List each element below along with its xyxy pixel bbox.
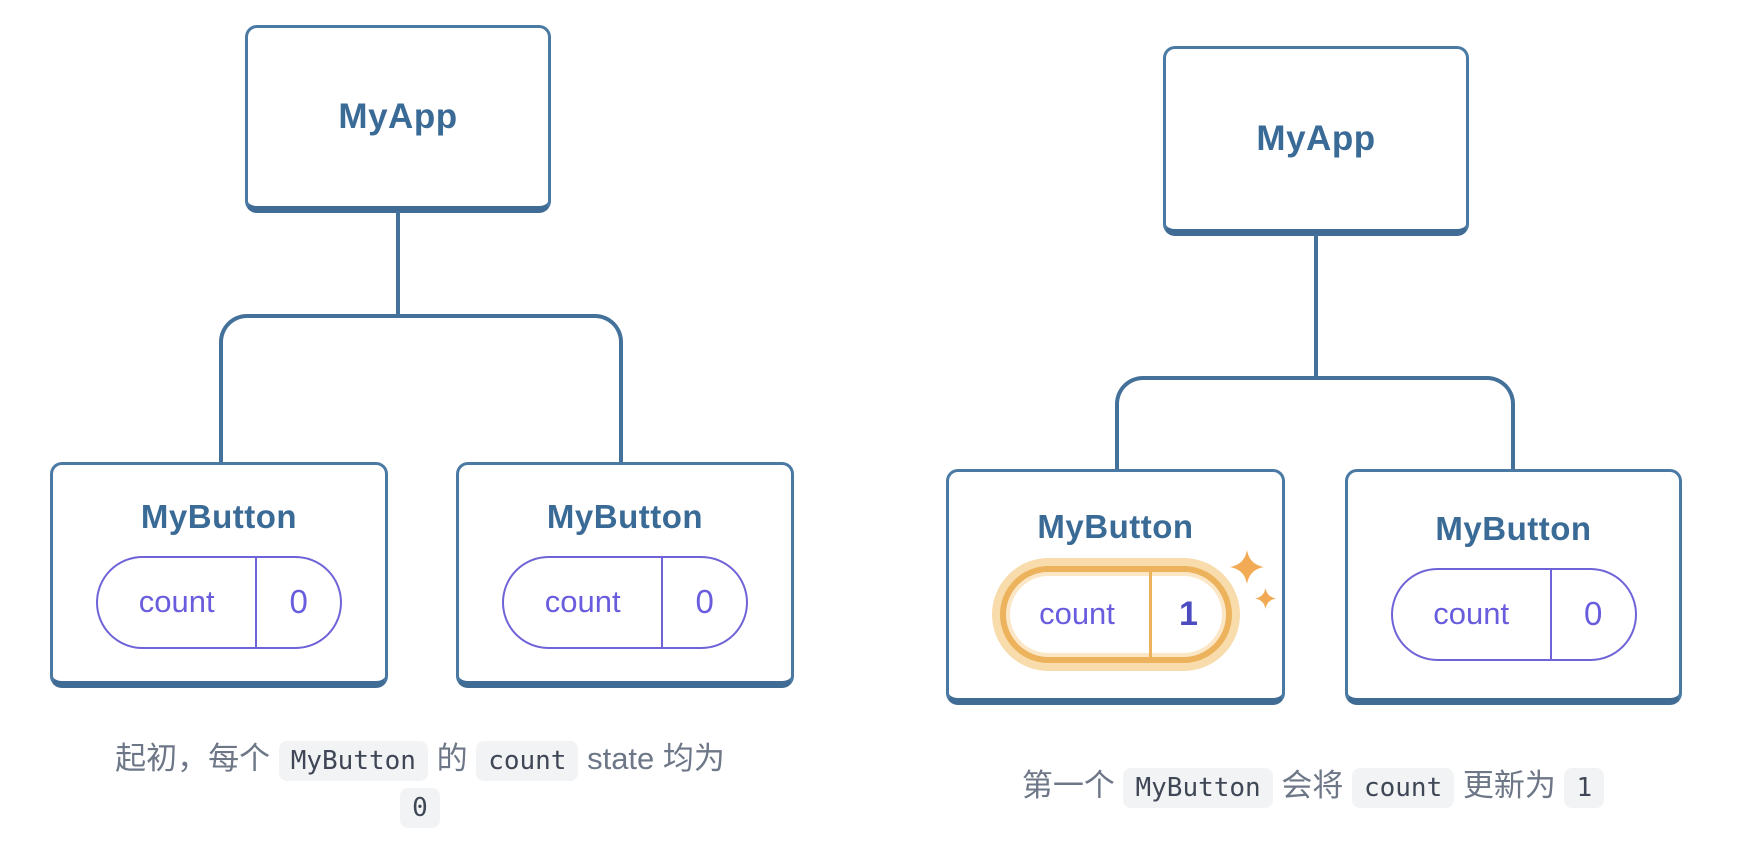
caption-text: 的 [427, 741, 477, 776]
state-key: count [544, 584, 621, 619]
caption-text: 起初，每个 [115, 741, 279, 776]
sparkle-icon [1230, 550, 1264, 584]
caption-text: 会将 [1272, 768, 1352, 803]
state-pill-highlighted: count 1 [999, 565, 1232, 663]
code-chip: MyButton [1123, 768, 1273, 808]
code-chip: 1 [1564, 768, 1605, 808]
tree-node-mybutton-1: MyButton count 0 [50, 462, 388, 688]
tree-node-myapp: MyApp [245, 25, 551, 213]
caption-text: 更新为 [1454, 768, 1565, 803]
state-key: count [138, 584, 215, 619]
code-chip: 0 [400, 788, 440, 828]
tree-connector-stem [1314, 234, 1318, 378]
caption-text: 第一个 [1021, 768, 1124, 803]
state-key: count [1039, 596, 1115, 631]
node-label: MyApp [1256, 119, 1376, 158]
state-key: count [1433, 596, 1510, 631]
tree-node-myapp: MyApp [1163, 46, 1469, 236]
diagram-caption-initial: 起初，每个 MyButton 的 count state 均为 0 [40, 735, 800, 829]
node-label: MyButton [140, 497, 298, 535]
tree-connector-branch [1115, 376, 1515, 469]
tree-connector-stem [396, 211, 400, 316]
node-label: MyButton [1435, 509, 1592, 547]
state-pill: count 0 [502, 555, 748, 649]
state-pill: count 0 [1390, 567, 1637, 661]
node-label: MyButton [1037, 507, 1194, 545]
code-chip: MyButton [278, 741, 428, 781]
state-value: 0 [255, 557, 340, 647]
tree-node-mybutton-1: MyButton count 1 [946, 469, 1285, 705]
state-value: 0 [1549, 569, 1635, 659]
node-label: MyApp [338, 97, 458, 136]
state-pill: count 0 [96, 555, 342, 649]
diagram-caption-update: 第一个 MyButton 会将 count 更新为 1 [935, 762, 1691, 809]
sparkle-icon [1255, 588, 1276, 609]
caption-text: state 均为 [578, 741, 725, 776]
state-value: 0 [661, 557, 746, 647]
tree-connector-branch [219, 314, 623, 462]
node-label: MyButton [546, 497, 704, 535]
state-value: 1 [1148, 571, 1226, 657]
code-chip: count [476, 741, 579, 781]
tree-node-mybutton-2: MyButton count 0 [1345, 469, 1682, 705]
tree-node-mybutton-2: MyButton count 0 [456, 462, 794, 688]
code-chip: count [1351, 768, 1455, 808]
